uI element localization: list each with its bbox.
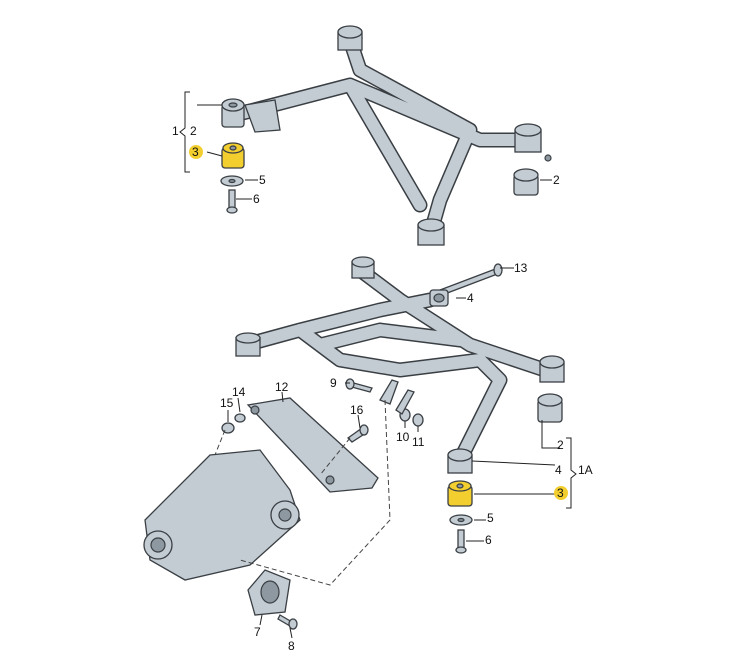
label-14: 14 — [232, 385, 246, 399]
label-4-lower: 4 — [555, 463, 562, 477]
bushing-2-lower — [537, 393, 563, 423]
bracket-arms — [379, 379, 415, 415]
differential — [143, 449, 301, 581]
bushing-3-lower-highlight — [447, 480, 473, 507]
label-12: 12 — [275, 380, 289, 394]
label-5-lower: 5 — [487, 511, 494, 525]
mount-7 — [247, 569, 291, 616]
label-4-top: 4 — [467, 291, 474, 305]
upper-bushing-3-highlight — [221, 142, 245, 169]
washer-5-lower — [449, 514, 473, 526]
upper-bolt-6 — [226, 189, 238, 214]
highlight-marker-lower — [554, 486, 568, 500]
bushing-4-top — [429, 289, 449, 307]
label-8: 8 — [288, 639, 295, 653]
upper-subframe — [227, 25, 552, 246]
label-6: 6 — [253, 192, 260, 206]
label-3: 3 — [192, 145, 199, 159]
upper-bushing-2-right — [513, 168, 539, 196]
label-1A: 1A — [578, 463, 593, 477]
label-2-lower: 2 — [557, 438, 564, 452]
label-15: 15 — [220, 396, 234, 410]
highlight-marker — [189, 145, 203, 159]
label-2: 2 — [190, 124, 197, 138]
label-2-right: 2 — [553, 173, 560, 187]
bolt-16 — [346, 424, 369, 443]
lower-subframe — [235, 256, 565, 474]
label-6-lower: 6 — [485, 533, 492, 547]
label-13: 13 — [514, 261, 528, 275]
bracket-12 — [246, 397, 379, 493]
upper-bushing-2-left — [221, 98, 245, 128]
label-7: 7 — [254, 625, 261, 639]
upper-washer-5 — [220, 175, 244, 187]
label-10: 10 — [396, 430, 410, 444]
label-9: 9 — [330, 376, 337, 390]
nut-15 — [221, 422, 235, 434]
bolt-8 — [277, 614, 298, 630]
label-5: 5 — [259, 173, 266, 187]
nut-11 — [412, 413, 424, 427]
label-3-lower: 3 — [557, 486, 564, 500]
bolt-6-lower — [455, 529, 467, 554]
label-16: 16 — [350, 403, 364, 417]
label-1: 1 — [172, 124, 179, 138]
part-14 — [234, 413, 246, 423]
label-11: 11 — [412, 435, 425, 449]
bolt-9 — [345, 378, 373, 393]
